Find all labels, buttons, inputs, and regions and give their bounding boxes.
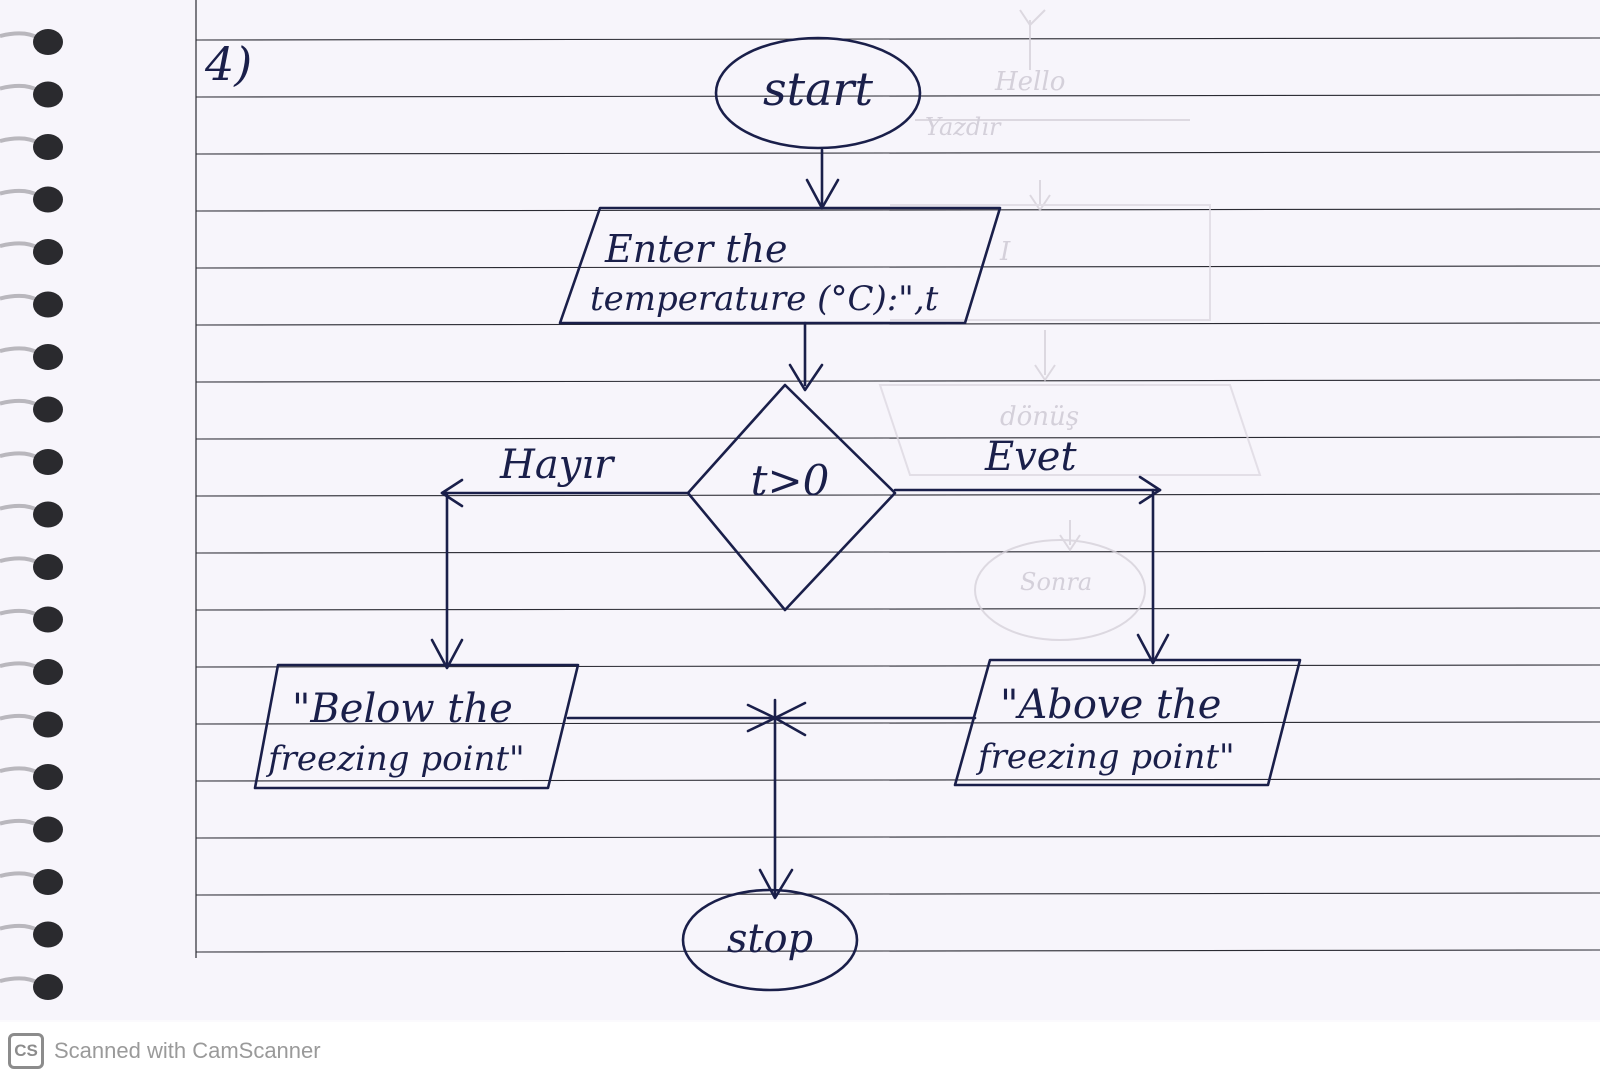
spiral-ring (0, 239, 63, 265)
ruled-line (195, 664, 1600, 668)
spiral-ring (0, 921, 63, 948)
bleed-text: dönüş (1000, 402, 1079, 432)
yes-label: Evet (984, 434, 1077, 480)
spiral-ring (0, 711, 63, 738)
bleed-text: Sonra (1020, 568, 1092, 596)
spiral-ring (0, 974, 63, 1000)
yes-output-line1: "Above the (1000, 682, 1221, 728)
decision-label: t>0 (751, 456, 830, 505)
ruled-line (195, 949, 1600, 953)
ruled-line (195, 151, 1600, 155)
ruled-line (195, 721, 1600, 725)
notebook-page (0, 0, 1600, 1020)
flow-arrow-head (758, 868, 794, 900)
spiral-ring (0, 344, 63, 370)
decision-diamond (686, 383, 897, 612)
flow-arrow-head (440, 478, 464, 508)
start-label: start (763, 62, 874, 116)
camscanner-logo: CS (8, 1033, 44, 1069)
spiral-ring (0, 659, 63, 685)
spiral-ring (0, 606, 63, 633)
no-label: Hayır (499, 442, 616, 488)
spiral-ring (0, 501, 63, 528)
ruled-line (195, 37, 1600, 41)
flow-arrow-head (788, 363, 824, 392)
ruled-line (195, 550, 1600, 554)
spiral-ring (0, 396, 63, 423)
ruled-line (195, 493, 1600, 497)
spiral-ring (0, 869, 63, 895)
camscanner-text: Scanned with CamScanner (54, 1038, 321, 1063)
spiral-ring (0, 186, 63, 213)
ruled-line (195, 94, 1600, 98)
ruled-line (195, 835, 1600, 839)
bleed-text: Yazdır (925, 113, 1002, 141)
spiral-ring (0, 449, 63, 475)
no-output-parallelogram (253, 663, 580, 790)
ruled-line (195, 265, 1600, 269)
ruled-line (195, 892, 1600, 896)
flow-arrow-head (1138, 475, 1162, 505)
no-output-line1: "Below the (292, 686, 513, 732)
stop-oval (681, 888, 859, 992)
input-label-line2: temperature (°C):",t (590, 279, 939, 319)
ruled-line (195, 778, 1600, 782)
input-parallelogram (558, 206, 1002, 325)
no-output-line2: freezing point" (265, 739, 525, 779)
spiral-binding (0, 29, 63, 1000)
input-label-line1: Enter the (604, 227, 787, 271)
spiral-ring (0, 554, 63, 580)
question-number: 4) (204, 37, 252, 91)
ruled-line (195, 208, 1600, 212)
spiral-ring (0, 764, 63, 790)
spiral-ring (0, 291, 63, 318)
ruled-line (195, 379, 1600, 383)
yes-output-line2: freezing point" (975, 737, 1235, 777)
spiral-ring (0, 816, 63, 843)
spiral-ring (0, 29, 63, 55)
bleed-text: Hello (994, 67, 1065, 97)
start-oval (714, 36, 922, 150)
stop-label: stop (727, 916, 813, 962)
flowchart-lines (253, 36, 1302, 992)
flow-arrow-head (1136, 633, 1170, 665)
ruled-lines (195, 37, 1600, 953)
flow-arrow-head (430, 638, 464, 670)
spiral-ring (0, 81, 63, 108)
bleed-through: Hello Yazdır I dönüş Sonra (878, 9, 1262, 641)
spiral-ring (0, 134, 63, 160)
flowchart-page-svg: Hello Yazdır I dönüş Sonra 4) (0, 0, 1600, 1000)
bleed-text: I (999, 237, 1011, 267)
yes-output-parallelogram (953, 658, 1302, 787)
ruled-line (195, 607, 1600, 611)
scanner-footer: CS Scanned with CamScanner (0, 1022, 1600, 1080)
